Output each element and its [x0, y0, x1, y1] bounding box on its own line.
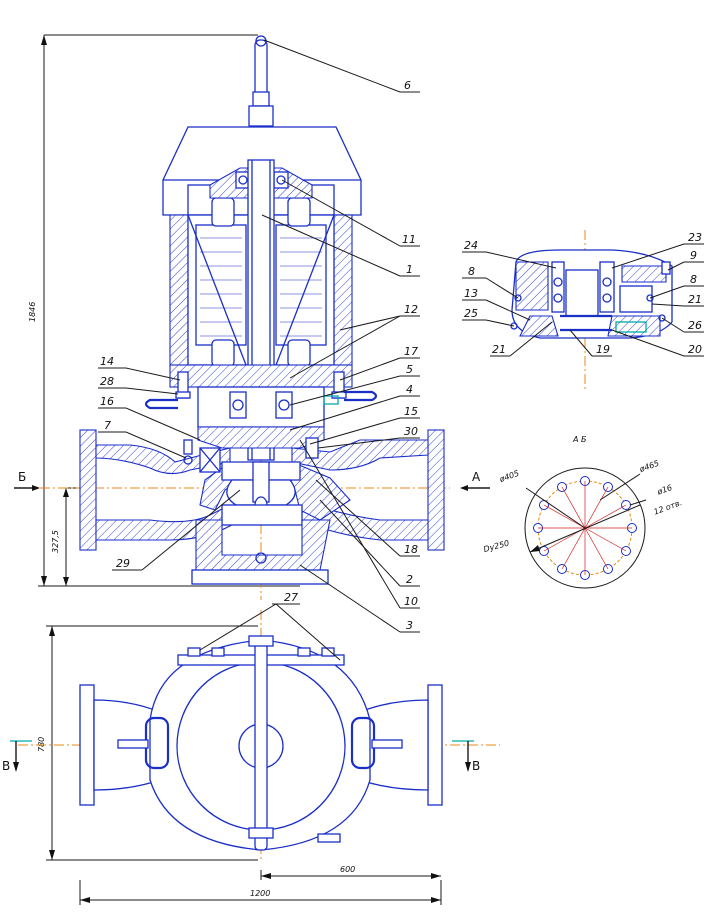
callout-2: 2 [406, 573, 413, 586]
callout-30: 30 [404, 425, 418, 438]
callout-1: 1 [406, 263, 413, 276]
section-marker-b: Б [14, 470, 40, 491]
callout-15: 15 [404, 405, 418, 418]
callout-24: 24 [464, 239, 478, 252]
callout-4: 4 [406, 383, 413, 396]
seal-housing [144, 364, 378, 449]
callout-5: 5 [406, 363, 413, 376]
section-v-left-label: В [2, 759, 10, 773]
dim-hole-diameter: ø16 [655, 483, 673, 497]
callout-16: 16 [100, 395, 114, 408]
main-callouts: 6 11 1 12 14 28 16 17 5 [98, 39, 420, 633]
callout-28: 28 [100, 375, 114, 388]
plan-callout-27: 27 [199, 591, 341, 661]
callout-25: 25 [464, 307, 478, 320]
callout-7: 7 [104, 419, 111, 432]
dim-outer-diameter: ø465 [637, 459, 660, 475]
callout-20: 20 [688, 343, 702, 356]
main-section-view: 1846 327,5 [14, 34, 490, 633]
dim-bore: Dy250 [483, 539, 511, 554]
section-b-label: Б [18, 470, 26, 484]
section-marker-v-right: В [452, 740, 480, 773]
callout-29: 29 [116, 557, 130, 570]
lifting-rod [248, 35, 274, 127]
callout-11: 11 [402, 233, 416, 246]
callout-6: 6 [404, 79, 411, 92]
callout-12: 12 [404, 303, 418, 316]
callout-23: 23 [688, 231, 702, 244]
dim-axis-height: 327,5 [51, 530, 60, 553]
dim-hole-count: 12 отв. [652, 498, 683, 517]
section-marker-v-left: В [2, 740, 32, 773]
section-marker-a: А [460, 470, 490, 491]
callout-14: 14 [100, 355, 114, 368]
dim-half-length: 600 [340, 865, 355, 874]
callout-8-left: 8 [468, 265, 475, 278]
callout-19: 19 [596, 343, 610, 356]
callout-27: 27 [284, 591, 298, 604]
volute-casing [79, 429, 445, 585]
callout-18: 18 [404, 543, 418, 556]
callout-21-right: 21 [688, 293, 702, 306]
callout-13: 13 [464, 287, 478, 300]
overall-height-dimension: 1846 [28, 34, 300, 587]
callout-26: 26 [688, 319, 702, 332]
detail-callouts: 24 23 9 8 8 21 13 25 26 21 19 20 [462, 231, 704, 357]
callout-10: 10 [404, 595, 418, 608]
plan-view: 780 1200 600 В В [2, 591, 500, 905]
callout-9: 9 [690, 249, 697, 262]
callout-3: 3 [406, 619, 413, 632]
callout-17: 17 [404, 345, 418, 358]
callout-8-right: 8 [690, 273, 697, 286]
dim-width: 780 [37, 737, 46, 752]
callout-21-left: 21 [492, 343, 506, 356]
flange-radials [538, 481, 632, 575]
detail-view: 24 23 9 8 8 21 13 25 26 21 19 20 [462, 230, 704, 390]
dim-bolt-circle: ø405 [497, 469, 520, 485]
section-v-right-label: В [472, 759, 480, 773]
section-a-label: А [472, 470, 481, 484]
flange-view-title: А Б [572, 435, 587, 444]
dim-overall-height: 1846 [28, 302, 37, 322]
flange-view: А Б ø405 ø465 ø16 12 отв. Dy250 [483, 435, 683, 589]
dim-length: 1200 [250, 889, 270, 898]
